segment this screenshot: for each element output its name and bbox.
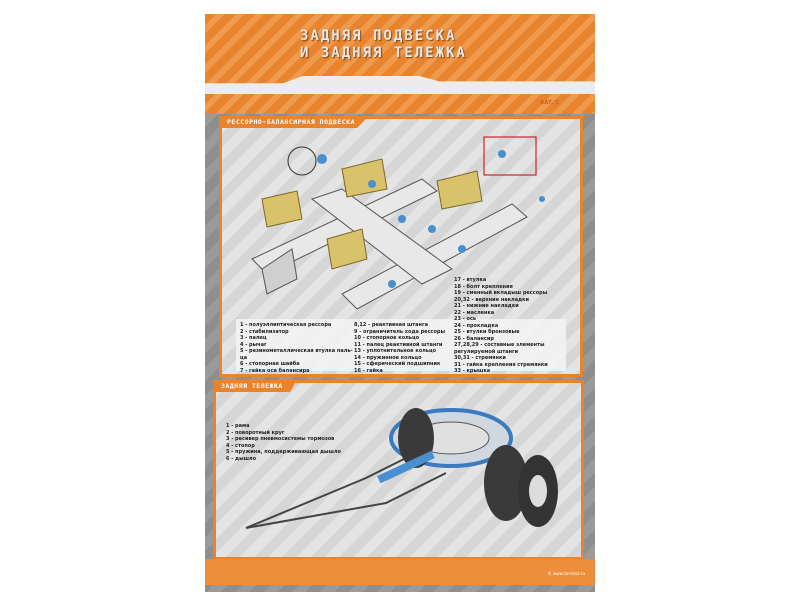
suspension-legend: 1 - полуэллиптическая рессора 2 - стабил… xyxy=(236,319,566,374)
trailer-legend: 1 - рама 2 - поворотный круг 3 - ресивер… xyxy=(226,423,341,462)
legend-item: 26 - балансир xyxy=(454,335,494,342)
legend-item: 7 - гайка оси балансира xyxy=(240,367,310,374)
legend-item: 13 - уплотнительное кольцо xyxy=(354,348,437,354)
legend-item: 5 - пружина, поддерживающая дышло xyxy=(226,449,341,455)
legend-item: 22 - масленка xyxy=(454,309,495,316)
legend-item: 25 - втулки бронзовые xyxy=(454,329,520,335)
header-stripe xyxy=(205,76,595,94)
legend-item: 18 - болт крепления xyxy=(454,283,513,290)
legend-item: 4 - рычаг xyxy=(240,341,267,348)
legend-item: 1 - полуэллиптическая рессора xyxy=(240,322,332,328)
legend-item: 19 - сменный вкладыш рессоры xyxy=(454,290,548,296)
legend-item: 14 - пружинное кольцо xyxy=(354,354,422,361)
suspension-illustration xyxy=(251,136,545,310)
legend-item: 31 - гайка крепления стремянки xyxy=(454,361,548,368)
legend-column-2: 8,12 - реактивная штанга 9 - ограничител… xyxy=(354,322,445,374)
legend-item: 4 - стопор xyxy=(226,442,255,449)
legend-item: 2 - поворотный круг xyxy=(226,429,285,436)
legend-column-1: 1 - полуэллиптическая рессора 2 - стабил… xyxy=(240,322,353,374)
title-line-2: И ЗАДНЯЯ ТЕЛЕЖКА xyxy=(300,45,467,61)
legend-item: 17 - втулка xyxy=(454,277,487,283)
footer-text: © www.zarnitsa.ru xyxy=(547,571,585,576)
legend-item: 30,31 - стремянки xyxy=(454,355,506,361)
legend-column-3: 17 - втулка 18 - болт крепления 19 - сме… xyxy=(454,277,574,375)
legend-item: регулируемой штанги xyxy=(454,348,519,355)
legend-item: 24 - прокладка xyxy=(454,322,499,329)
legend-item: 3 - палец xyxy=(240,335,267,341)
category-label: КАТ. С xyxy=(540,100,559,106)
section-title: РЕССОРНО-БАЛАНСИРНАЯ ПОДВЕСКА xyxy=(219,116,369,128)
trailer-illustration xyxy=(245,408,558,529)
legend-item: 3 - ресивер пневмосистемы тормозов xyxy=(226,436,335,442)
trailer-panel: ЗАДНЯЯ ТЕЛЕЖКА 1 - рама 2 - поворотный к… xyxy=(213,380,584,560)
poster-footer: © www.zarnitsa.ru xyxy=(205,559,595,585)
legend-item: 1 - рама xyxy=(226,423,250,429)
legend-item: ца xyxy=(240,354,248,361)
legend-item: 8,12 - реактивная штанга xyxy=(354,322,428,328)
legend-item: 16 - гайка xyxy=(354,367,383,374)
legend-item: 15 - сферический подшипник xyxy=(354,361,441,367)
legend-item: 11 - палец реактивной штанги xyxy=(354,341,443,348)
legend-item: 23 - ось xyxy=(454,316,477,322)
legend-item: 33 - крышка xyxy=(454,368,491,374)
legend-item: 9 - ограничитель хода рессоры xyxy=(354,328,446,335)
legend-item: 6 - дышло xyxy=(226,455,257,462)
suspension-panel: РЕССОРНО-БАЛАНСИРНАЯ ПОДВЕСКА 1 - полуэл… xyxy=(219,116,583,377)
legend-item: 27,28,29 - составные элементы xyxy=(454,342,545,348)
legend-item: 20,32 - верхние накладки xyxy=(454,296,530,303)
section-title: ЗАДНЯЯ ТЕЛЕЖКА xyxy=(213,380,297,392)
legend-item: 21 - нижние накладки xyxy=(454,303,519,309)
legend-item: 5 - резинометаллическая втулка паль- xyxy=(240,348,353,354)
legend-item: 2 - стабилизатор xyxy=(240,328,289,335)
poster-header: ЗАДНЯЯ ПОДВЕСКА И ЗАДНЯЯ ТЕЛЕЖКА КАТ. С xyxy=(205,14,595,114)
poster-title: ЗАДНЯЯ ПОДВЕСКА И ЗАДНЯЯ ТЕЛЕЖКА xyxy=(300,28,467,62)
title-line-1: ЗАДНЯЯ ПОДВЕСКА xyxy=(300,28,457,44)
poster: ЗАДНЯЯ ПОДВЕСКА И ЗАДНЯЯ ТЕЛЕЖКА КАТ. С … xyxy=(205,14,595,592)
legend-item: 6 - стопорная шайба xyxy=(240,361,300,367)
legend-item: 10 - стопорное кольцо xyxy=(354,335,420,341)
